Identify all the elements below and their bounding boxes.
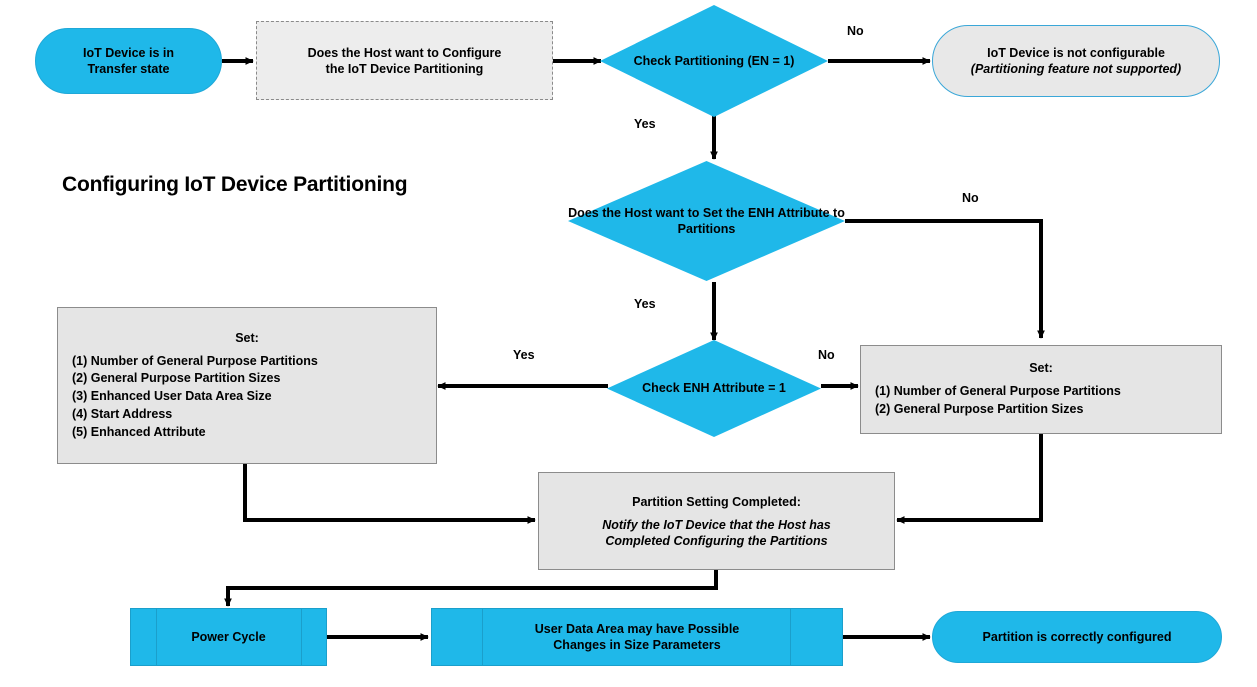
node-not-configurable-italic-1: (Partitioning feature not supported) bbox=[970, 62, 1182, 76]
node-host-enh-diamond: Does the Host want to Set the ENH Attrib… bbox=[568, 161, 845, 281]
node-set-full-item-4: (4) Start Address bbox=[72, 406, 173, 421]
node-check-enh-line-2: Attribute = 1 bbox=[712, 381, 786, 396]
node-power-cycle-box: Power Cycle bbox=[130, 608, 327, 666]
node-check-partitioning-diamond: Check Partitioning (EN = 1) bbox=[600, 5, 828, 117]
edge-label-host-enh-yes: Yes bbox=[634, 297, 656, 311]
node-set-full-item-2: (2) General Purpose Partition Sizes bbox=[72, 371, 281, 386]
node-user-data-area-line-1: User Data Area may have Possible bbox=[534, 622, 740, 636]
node-partition-completed-italic-1: Notify the IoT Device that the Host has bbox=[602, 517, 831, 532]
page-title: Configuring IoT Device Partitioning bbox=[62, 173, 408, 196]
edge-label-check-enh-yes: Yes bbox=[513, 348, 535, 362]
node-partition-completed-text: Partition Setting Completed: Notify the … bbox=[539, 494, 894, 549]
node-check-partitioning-text: Check Partitioning (EN = 1) bbox=[634, 53, 795, 69]
node-start-line-1: IoT Device is in bbox=[82, 46, 174, 60]
node-host-enh-text: Does the Host want to Set the ENH Attrib… bbox=[568, 205, 845, 238]
node-start-line-2: Transfer state bbox=[87, 62, 170, 76]
node-end-terminator: Partition is correctly configured bbox=[932, 611, 1222, 663]
node-set-full-text: Set: (1) Number of General Purpose Parti… bbox=[58, 330, 436, 442]
node-set-basic-header: Set: bbox=[1029, 361, 1053, 376]
node-not-configurable-text: IoT Device is not configurable (Partitio… bbox=[933, 45, 1219, 77]
node-start-text: IoT Device is in Transfer state bbox=[36, 45, 221, 77]
node-set-basic-item-2: (2) General Purpose Partition Sizes bbox=[875, 402, 1084, 416]
node-host-configure-line-2: the IoT Device Partitioning bbox=[325, 61, 484, 76]
edge-label-check-enh-no: No bbox=[818, 348, 835, 362]
node-user-data-area-box: User Data Area may have Possible Changes… bbox=[431, 608, 843, 666]
node-set-basic-text: Set: (1) Number of General Purpose Parti… bbox=[861, 360, 1221, 419]
edge-label-host-enh-no: No bbox=[962, 191, 979, 205]
node-user-data-area-text: User Data Area may have Possible Changes… bbox=[432, 621, 842, 653]
node-check-enh-diamond: Check ENH Attribute = 1 bbox=[607, 340, 821, 437]
edge-label-check-partitioning-yes: Yes bbox=[634, 117, 656, 131]
predefined-bar-left bbox=[156, 609, 157, 665]
predefined-bar-right bbox=[301, 609, 302, 665]
node-check-partitioning-line-1: Check Partitioning bbox=[633, 53, 745, 68]
node-power-cycle-text: Power Cycle bbox=[131, 629, 326, 645]
node-set-full-item-5: (5) Enhanced Attribute bbox=[72, 424, 206, 439]
node-not-configurable-line-1: IoT Device is not configurable bbox=[987, 46, 1165, 60]
node-set-basic-box: Set: (1) Number of General Purpose Parti… bbox=[860, 345, 1222, 434]
node-partition-completed-header: Partition Setting Completed: bbox=[632, 494, 801, 509]
node-host-enh-line-1: Does the Host want bbox=[568, 205, 685, 220]
node-set-full-item-1: (1) Number of General Purpose Partitions bbox=[72, 353, 318, 368]
predefined-bar-left bbox=[482, 609, 483, 665]
node-check-enh-text: Check ENH Attribute = 1 bbox=[642, 380, 786, 396]
node-set-full-item-3: (3) Enhanced User Data Area Size bbox=[72, 389, 272, 404]
node-host-configure-text: Does the Host want to Configure the IoT … bbox=[257, 45, 552, 77]
edge-completed-to-power-cycle bbox=[224, 570, 718, 607]
node-user-data-area-line-2: Changes in Size Parameters bbox=[553, 638, 721, 652]
edge-set-basic-to-completed bbox=[896, 434, 1043, 524]
node-host-configure-box: Does the Host want to Configure the IoT … bbox=[256, 21, 553, 100]
predefined-bar-right bbox=[790, 609, 791, 665]
node-not-configurable-terminator: IoT Device is not configurable (Partitio… bbox=[932, 25, 1220, 97]
node-end-text: Partition is correctly configured bbox=[933, 629, 1221, 645]
node-partition-completed-box: Partition Setting Completed: Notify the … bbox=[538, 472, 895, 570]
node-end-line-1: Partition is correctly configured bbox=[982, 630, 1172, 644]
node-partition-completed-italic-2: Completed Configuring the Partitions bbox=[605, 533, 828, 548]
node-start-terminator: IoT Device is in Transfer state bbox=[35, 28, 222, 94]
edge-label-check-partitioning-no: No bbox=[847, 24, 864, 38]
edge-set-full-to-completed bbox=[243, 464, 536, 524]
node-set-basic-item-1: (1) Number of General Purpose Partitions bbox=[875, 384, 1121, 399]
node-check-partitioning-line-2: (EN = 1) bbox=[747, 53, 795, 68]
node-host-enh-line-2: to Set the ENH Attribute bbox=[687, 205, 830, 220]
node-host-enh-line-3: to Partitions bbox=[677, 205, 845, 236]
edge-host-enh-no bbox=[845, 219, 1045, 339]
node-power-cycle-line-1: Power Cycle bbox=[191, 630, 266, 644]
node-set-full-box: Set: (1) Number of General Purpose Parti… bbox=[57, 307, 437, 464]
node-host-configure-line-1: Does the Host want to Configure bbox=[307, 45, 502, 60]
node-set-full-header: Set: bbox=[235, 330, 259, 345]
node-check-enh-line-1: Check ENH bbox=[642, 381, 710, 396]
